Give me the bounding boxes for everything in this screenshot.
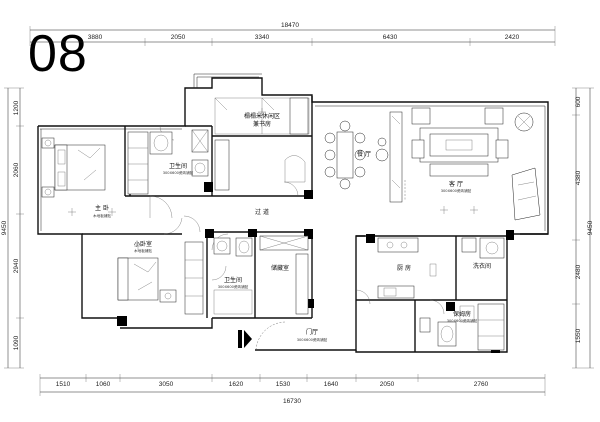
dim-left-2: 2060 (13, 162, 20, 177)
second-bath-fixtures (213, 237, 253, 315)
dim-bottom-3: 3050 (159, 381, 174, 388)
storage-shelves (259, 235, 309, 315)
dim-left-1: 1200 (13, 100, 20, 115)
label-laundry: 洗衣间 (473, 262, 491, 270)
ceiling-markers (68, 108, 478, 250)
dim-top-5: 2420 (505, 34, 520, 41)
dim-right-2: 4380 (575, 170, 582, 185)
laundry-fixtures (461, 237, 505, 259)
dim-right-3: 2480 (575, 264, 582, 279)
note-master-bath: 300X600瓷砖铺贴 (163, 170, 194, 175)
dim-top-total: 18470 (281, 22, 299, 29)
bottom-dimension-chain: 1510 1060 3050 1620 1530 1640 2050 2760 … (39, 374, 546, 405)
dim-bottom-1: 1510 (56, 381, 71, 388)
label-corridor: 过 道 (255, 208, 269, 216)
dim-right-4: 1550 (575, 328, 582, 343)
note-second-bath: 300X600瓷砖铺贴 (218, 284, 249, 289)
dim-right-1: 600 (575, 96, 582, 107)
living-room-furniture (389, 107, 541, 221)
label-leisure: 榻榻米休闲区 (244, 112, 280, 120)
dim-bottom-8: 2760 (474, 381, 489, 388)
kitchen-fixtures (377, 237, 437, 299)
dining-table (324, 120, 389, 190)
label-utility: 保姆房 (453, 310, 471, 318)
label-entrance: 门厅 (306, 328, 318, 336)
dim-top-2: 2050 (171, 34, 186, 41)
master-bath-fixtures (149, 129, 209, 177)
dim-top-1: 3880 (88, 34, 103, 41)
dim-bottom-2: 1060 (96, 381, 111, 388)
note-living: 300X600瓷砖铺贴 (441, 188, 472, 193)
master-bed (41, 137, 106, 198)
small-bed (117, 241, 204, 315)
dim-top-4: 6430 (383, 34, 398, 41)
label-master-bath: 卫生间 (169, 162, 187, 170)
dim-top-3: 3340 (255, 34, 270, 41)
dim-bottom-7: 2050 (380, 381, 395, 388)
note-master-bedroom: 木地板铺贴 (93, 213, 111, 218)
dim-right-total: 9450 (587, 220, 594, 235)
right-dimension-chain: 600 4380 2480 1550 9450 (572, 87, 594, 369)
dim-bottom-4: 1620 (229, 381, 244, 388)
dim-bottom-total: 16730 (283, 398, 301, 405)
internal-walls (82, 102, 507, 352)
label-second-bath: 卫生间 (224, 276, 242, 284)
drawing-number: 08 (28, 25, 88, 83)
dim-bottom-6: 1640 (324, 381, 339, 388)
label-master-bedroom: 主 卧 (95, 204, 109, 212)
label-storage: 储藏室 (271, 264, 289, 272)
label-small-bedroom: 小卧室 (134, 240, 152, 248)
top-dimension-chain: 18470 3880 2050 3340 6430 2420 (29, 22, 556, 46)
note-small-bedroom: 木地板铺贴 (134, 248, 152, 253)
label-leisure-sub: 兼书房 (253, 120, 271, 128)
dim-left-3: 2940 (13, 258, 20, 273)
dim-left-4: 1090 (13, 335, 20, 350)
utility-fixtures (419, 303, 505, 351)
tatami-area (214, 97, 310, 191)
master-wardrobe (127, 131, 149, 195)
note-utility: 300X600瓷砖铺贴 (447, 318, 478, 323)
room-labels: 主 卧 木地板铺贴 卫生间 300X600瓷砖铺贴 榻榻米休闲区 兼书房 餐 厅… (93, 112, 491, 342)
note-entrance: 300X600瓷砖铺贴 (297, 337, 328, 342)
label-dining: 餐 厅 (357, 150, 371, 158)
entrance-marker (238, 321, 287, 351)
dim-left-total: 9450 (1, 220, 8, 235)
label-living: 客 厅 (449, 180, 463, 188)
dim-bottom-5: 1530 (276, 381, 291, 388)
left-dimension-chain: 1200 2060 2940 1090 9450 (1, 87, 24, 369)
label-kitchen: 厨 房 (397, 264, 411, 272)
